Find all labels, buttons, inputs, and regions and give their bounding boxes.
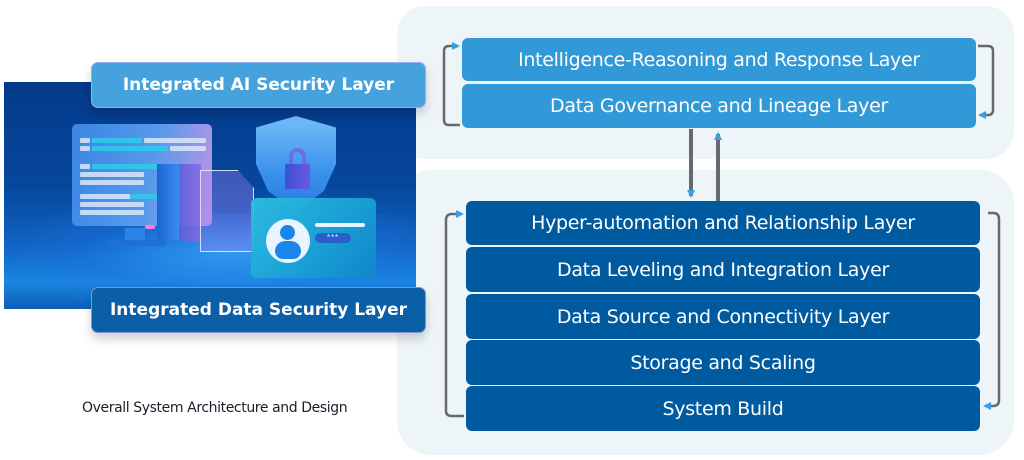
security-illustration: *** bbox=[4, 82, 416, 309]
layer-data-governance: Data Governance and Lineage Layer bbox=[462, 84, 976, 128]
monitor-base bbox=[108, 240, 166, 246]
layer-storage-scaling: Storage and Scaling bbox=[466, 340, 980, 385]
password-field: *** bbox=[315, 233, 351, 243]
layer-hyper-automation: Hyper-automation and Relationship Layer bbox=[466, 201, 980, 245]
layer-data-leveling: Data Leveling and Integration Layer bbox=[466, 247, 980, 292]
monitor-power-light bbox=[145, 225, 155, 229]
user-avatar-icon bbox=[266, 219, 310, 263]
diagram-caption: Overall System Architecture and Design bbox=[82, 400, 348, 416]
top-layer-group-panel bbox=[397, 6, 1014, 159]
book-icon bbox=[157, 164, 179, 240]
ai-security-layer-label: Integrated AI Security Layer bbox=[91, 62, 426, 108]
layer-system-build: System Build bbox=[466, 386, 980, 431]
lock-shackle bbox=[289, 148, 306, 168]
layer-data-source: Data Source and Connectivity Layer bbox=[466, 294, 980, 339]
username-line bbox=[315, 223, 365, 227]
book-icon bbox=[179, 164, 201, 242]
lock-icon bbox=[285, 164, 310, 189]
data-security-layer-label: Integrated Data Security Layer bbox=[91, 287, 426, 333]
monitor-stand bbox=[125, 228, 145, 242]
document-icon bbox=[200, 170, 254, 252]
layer-intelligence-reasoning: Intelligence-Reasoning and Response Laye… bbox=[462, 38, 976, 81]
